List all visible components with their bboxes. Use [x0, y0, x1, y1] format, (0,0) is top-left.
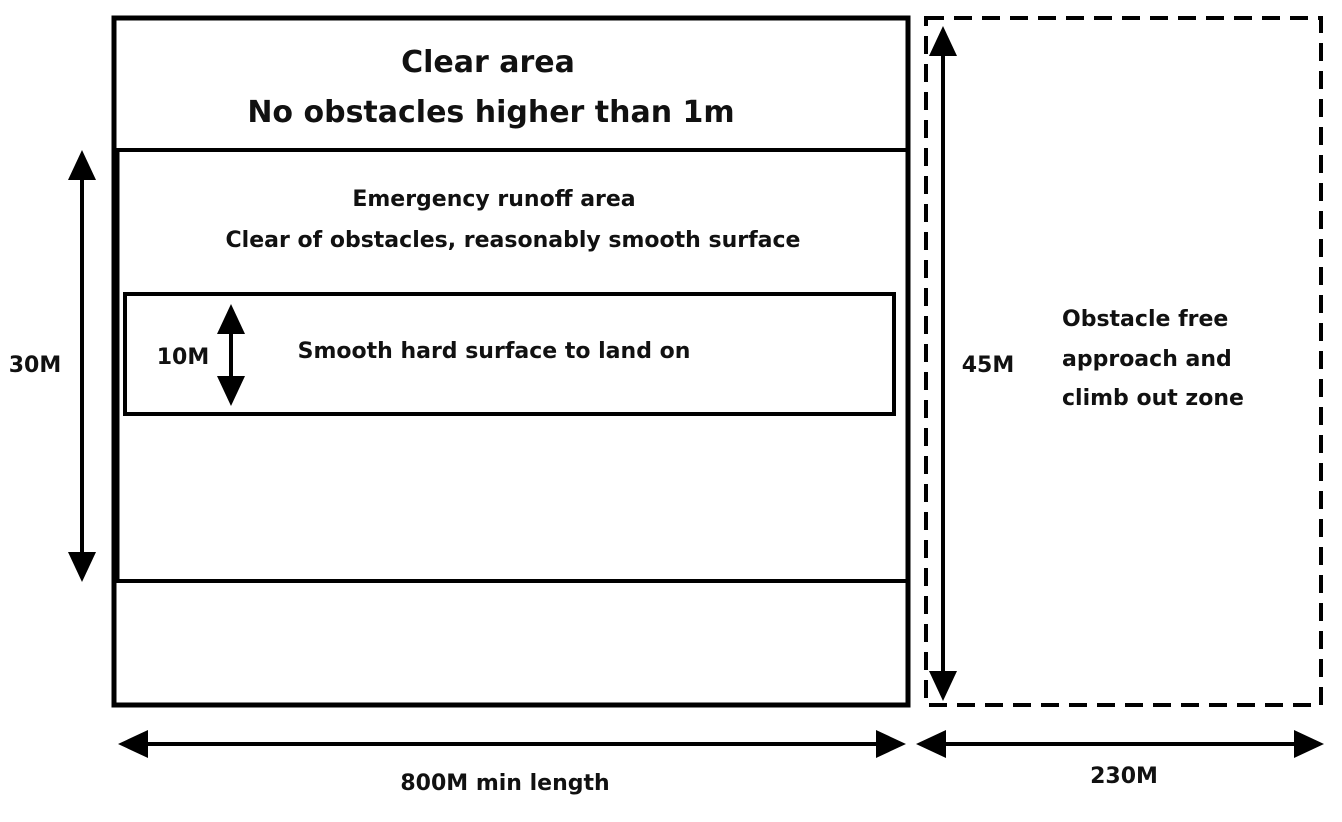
clear-area-subtitle: No obstacles higher than 1m [247, 95, 734, 130]
total-width-label: 45M [962, 353, 1015, 378]
runoff-area-title: Emergency runoff area [352, 187, 635, 212]
length-label: 800M min length [400, 771, 609, 796]
strip-outline [111, 15, 911, 708]
landing-width-arrow [217, 304, 245, 406]
approach-zone-line-1: Obstacle free [1062, 307, 1228, 332]
runoff-area-subtitle: Clear of obstacles, reasonably smooth su… [226, 228, 801, 253]
approach-zone-line-3: climb out zone [1062, 386, 1244, 411]
runoff-width-arrow [68, 150, 96, 582]
approach-zone-line-2: approach and [1062, 347, 1232, 372]
approach-length-label: 230M [1090, 764, 1158, 789]
approach-length-arrow [916, 730, 1324, 758]
clear-area-title: Clear area [401, 45, 575, 80]
runoff-width-label: 30M [9, 353, 62, 378]
landing-strip-label: Smooth hard surface to land on [298, 339, 691, 364]
approach-zone-outline [924, 16, 1323, 707]
total-width-arrow [929, 26, 957, 701]
length-arrow [118, 730, 906, 758]
landing-width-label: 10M [157, 345, 210, 370]
landing-strip-box [123, 292, 896, 416]
